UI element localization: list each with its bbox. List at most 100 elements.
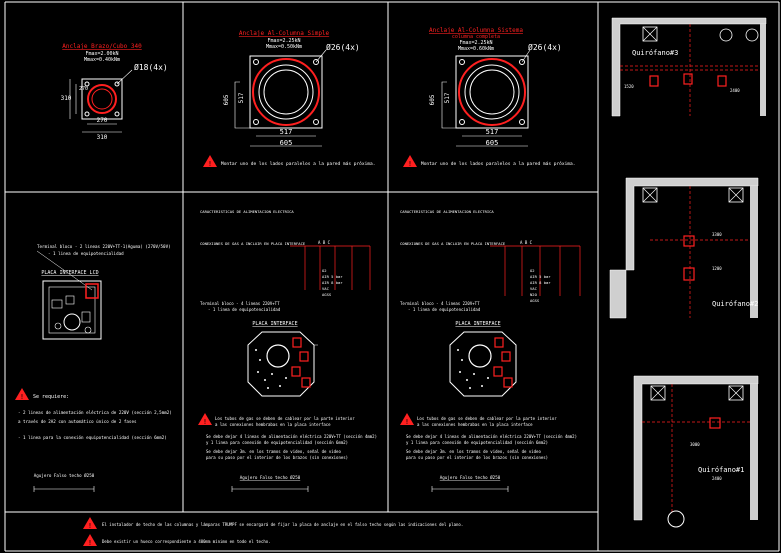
warning-icon bbox=[400, 413, 414, 425]
gas-interface-panel-2: CARACTERISTICAS DE ALIMENTACION ELECTRIC… bbox=[400, 209, 581, 492]
room2-dim: 3300 bbox=[712, 232, 722, 237]
panel6-legend: CONEXIONES DE GAS A INCLUIR EN PLACA INT… bbox=[400, 241, 506, 246]
panel3-note: Montar uno de los lados paralelos a la p… bbox=[421, 160, 575, 167]
footer-note-2: Debe existir un hueco correspondiente a … bbox=[102, 539, 271, 544]
room1-label: Quirófano#3 bbox=[632, 49, 678, 57]
panel6-terminal2: - 1 linea de equipotencialidad bbox=[408, 307, 481, 312]
room1-dim2: 2400 bbox=[730, 88, 740, 93]
panel5-legend: CONEXIONES DE GAS A INCLUIR EN PLACA INT… bbox=[200, 241, 306, 246]
panel5-gas-3: VAC bbox=[322, 286, 329, 291]
svg-text:!: ! bbox=[203, 418, 207, 426]
panel5-header: CARACTERISTICAS DE ALIMENTACION ELECTRIC… bbox=[200, 209, 294, 214]
panel2-bolts: Ø26(4x) bbox=[326, 42, 360, 52]
panel3-dim-h-outer: 605 bbox=[429, 94, 436, 105]
panel6-plate-title: PLACA INTERFACE bbox=[455, 321, 500, 327]
svg-text:!: ! bbox=[88, 522, 92, 530]
warning-icon bbox=[15, 388, 29, 400]
panel5-gas-2: AIR 8 bar bbox=[322, 280, 343, 285]
panel4-req3: - 1 linea para la conexión equipotencial… bbox=[18, 435, 167, 440]
anchor-plate-column-simple: Anclaje Al-Columna Simple Fmax=2.25kN Mm… bbox=[203, 30, 375, 168]
panel3-dim-h-inner: 517 bbox=[444, 92, 451, 103]
panel1-load2: Mmax=0.40kNm bbox=[84, 57, 120, 63]
footer-notes: ! El instalador de techo de las columnas… bbox=[83, 517, 463, 547]
panel1-bolts: Ø18(4x) bbox=[134, 62, 168, 72]
warning-icon bbox=[203, 155, 217, 167]
panel2-dim-h-outer: 605 bbox=[223, 94, 230, 105]
lcd-interface-panel: Terminal bloco - 2 lineas 220V+TT-1(Agum… bbox=[15, 244, 172, 492]
panel1-dim-h-inner: 270 bbox=[79, 86, 88, 92]
panel6-gas-3: VAC bbox=[530, 286, 537, 291]
svg-text:A B C: A B C bbox=[318, 240, 331, 245]
panel4-plate-title: PLACA INTERFACE LCD bbox=[41, 270, 98, 276]
panel4-req1: - 2 lineas de alimentación eléctrica de … bbox=[18, 410, 172, 415]
panel4-terminal2: - 1 linea de equipotencialidad bbox=[48, 251, 124, 256]
warning-icon bbox=[403, 155, 417, 167]
panel5-note3: Se debe dejar 3m. en los tramos de video… bbox=[206, 449, 341, 454]
panel1-dim-h-outer: 310 bbox=[61, 95, 72, 102]
panel2-dim-w-outer: 605 bbox=[280, 139, 293, 147]
panel6-header: CARACTERISTICAS DE ALIMENTACION ELECTRIC… bbox=[400, 209, 494, 214]
room-plan-3: Quirófano#3 1520 2400 bbox=[611, 17, 767, 117]
panel3-load2: Mmax=0.60kNm bbox=[458, 46, 494, 52]
panel2-dim-w-inner: 517 bbox=[280, 128, 293, 136]
panel2-load2: Mmax=0.50kNm bbox=[266, 44, 302, 50]
panel6-gas-4: N2O bbox=[530, 292, 538, 297]
panel6-note2b: y 1 linea para conexión de equipotencial… bbox=[406, 440, 548, 445]
svg-text:!: ! bbox=[88, 539, 92, 547]
panel6-gas-2: AIR 8 bar bbox=[530, 280, 551, 285]
panel6-note3b: para su paso por el interior de los braz… bbox=[406, 455, 548, 460]
panel2-title: Anclaje Al-Columna Simple bbox=[239, 30, 330, 37]
room3-dim: 2400 bbox=[712, 476, 722, 481]
panel5-terminal: Terminal bloco - 4 lineas 220V+TT bbox=[200, 301, 280, 306]
room2-dim2: 1200 bbox=[712, 266, 722, 271]
panel6-caption: Agujero Falso techo Ø250 bbox=[440, 475, 501, 480]
svg-text:!: ! bbox=[408, 160, 412, 168]
room3-dim2: 3000 bbox=[690, 442, 700, 447]
room1-dim: 1520 bbox=[624, 84, 634, 89]
panel4-requires: Se requiere: bbox=[33, 394, 69, 400]
panel2-note: Montar uno de los lados paralelos a la p… bbox=[221, 160, 375, 167]
warning-icon bbox=[83, 534, 97, 546]
panel6-gas-5: AGSS bbox=[530, 298, 540, 303]
panel2-load1: Fmax=2.25kN bbox=[267, 38, 300, 44]
room-plan-2: Quirófano#2 3300 1200 bbox=[609, 177, 758, 319]
panel6-note1b: a las conexiones hembrabas en la placa i… bbox=[417, 422, 533, 427]
panel5-caption: Agujero Falso techo Ø250 bbox=[240, 475, 301, 480]
svg-text:!: ! bbox=[405, 418, 409, 426]
panel5-gas-0: O2 bbox=[322, 268, 327, 273]
room-plan-1: Quirófano#1 2400 3000 bbox=[633, 375, 759, 528]
panel6-gas-0: O2 bbox=[530, 268, 535, 273]
panel6-note2: Se debe dejar 4 lineas de alimentación e… bbox=[406, 434, 577, 439]
svg-text:!: ! bbox=[20, 393, 24, 401]
panel5-note1: Los tubos de gas se deben de cablear por… bbox=[215, 416, 355, 421]
panel4-terminal: Terminal bloco - 2 lineas 220V+TT-1(Agum… bbox=[37, 244, 171, 249]
panel3-subtitle: columna completa bbox=[452, 34, 500, 40]
room3-label: Quirófano#1 bbox=[698, 466, 744, 474]
panel6-note1: Los tubos de gas se deben de cablear por… bbox=[417, 416, 557, 421]
panel4-caption: Agujero Falso techo Ø250 bbox=[34, 473, 95, 478]
panel3-dim-w-inner: 517 bbox=[486, 128, 499, 136]
warning-icon bbox=[198, 413, 212, 425]
panel5-note1b: a las conexiones hembrabas en la placa i… bbox=[215, 422, 331, 427]
footer-note-1: El instalador de techo de las columnas y… bbox=[102, 522, 463, 527]
sheet-frame bbox=[4, 1, 780, 552]
svg-text:!: ! bbox=[208, 160, 212, 168]
panel1-dim-w-outer: 310 bbox=[97, 134, 108, 141]
anchor-plate-340: Anclaje Brazo/Cubo 340 Fmax=2.00kN Mmax=… bbox=[61, 43, 168, 141]
svg-text:A B C: A B C bbox=[520, 240, 533, 245]
panel2-dim-h-inner: 517 bbox=[238, 92, 245, 103]
room2-label: Quirófano#2 bbox=[712, 300, 758, 308]
warning-icon bbox=[83, 517, 97, 529]
panel1-load1: Fmax=2.00kN bbox=[85, 51, 118, 57]
panel5-plate-title: PLACA INTERFACE bbox=[252, 321, 297, 327]
gas-interface-panel-1: CARACTERISTICAS DE ALIMENTACION ELECTRIC… bbox=[198, 209, 377, 492]
panel6-note3: Se debe dejar 3m. en los tramos de video… bbox=[406, 449, 541, 454]
panel6-gas-1: AIR 5 bar bbox=[530, 274, 551, 279]
panel5-note2b: y 1 linea para conexión de equipotencial… bbox=[206, 440, 348, 445]
anchor-plate-column-system: Anclaje Al-Columna Sistema columna compl… bbox=[403, 27, 575, 168]
panel1-title: Anclaje Brazo/Cubo 340 bbox=[62, 43, 142, 50]
panel5-note2: Se debe dejar 4 lineas de alimentación e… bbox=[206, 434, 377, 439]
panel5-gas-4: AGSS bbox=[322, 292, 332, 297]
panel5-gas-1: AIR 5 bar bbox=[322, 274, 343, 279]
